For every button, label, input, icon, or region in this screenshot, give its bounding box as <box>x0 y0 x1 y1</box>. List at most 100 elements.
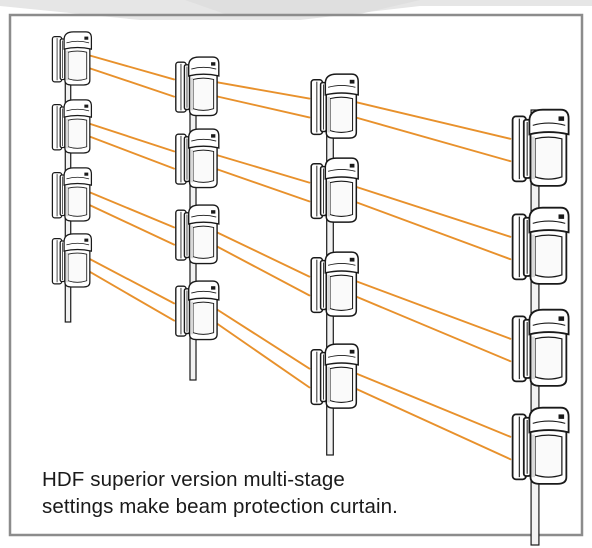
indicator-led-icon <box>558 116 565 121</box>
beam-detector-unit <box>511 406 570 485</box>
housing-shading <box>190 301 193 335</box>
indicator-led-icon <box>558 414 565 419</box>
beam-detector-unit <box>511 308 570 387</box>
housing-shading <box>190 77 193 111</box>
lens-window <box>534 234 563 278</box>
hood-seam <box>327 354 356 358</box>
hood-seam <box>532 322 566 326</box>
hood-seam <box>532 420 566 424</box>
beam-detector-unit <box>175 128 220 189</box>
indicator-led-icon <box>349 79 355 84</box>
indicator-led-icon <box>84 172 89 176</box>
beam-detector-unit <box>175 204 220 265</box>
infrared-beam <box>82 201 176 246</box>
lens-window <box>534 336 563 380</box>
infrared-beam <box>347 277 512 340</box>
housing-shading <box>65 186 68 217</box>
indicator-led-icon <box>211 286 216 290</box>
beam-detector-unit <box>51 99 93 154</box>
hood-seam <box>66 242 90 246</box>
housing-shading <box>327 366 330 403</box>
infrared-beam <box>347 183 512 238</box>
housing-shading <box>65 50 68 81</box>
infrared-beam <box>209 304 311 370</box>
indicator-led-icon <box>84 104 89 108</box>
beams-layer <box>82 52 512 461</box>
housing-hood <box>188 204 220 225</box>
indicator-led-icon <box>211 62 216 66</box>
housing-hood <box>63 167 93 186</box>
infrared-beam <box>209 317 311 389</box>
lens-window <box>534 136 563 180</box>
lens-window <box>329 180 354 217</box>
hood-seam <box>532 122 566 126</box>
lens-window <box>67 118 88 149</box>
infrared-beam <box>209 80 311 100</box>
infrared-beam <box>82 188 176 229</box>
housing-shading <box>190 225 193 259</box>
housing-hood <box>324 251 359 274</box>
beam-detector-unit <box>310 343 359 409</box>
lens-window <box>329 366 354 403</box>
housing-hood <box>188 56 220 77</box>
lens-window <box>192 225 215 259</box>
housing-shading <box>531 136 535 180</box>
infrared-beam <box>347 99 512 140</box>
beam-detector-unit <box>511 206 570 285</box>
beam-detector-unit <box>51 233 93 288</box>
hood-seam <box>66 40 90 44</box>
indicator-led-icon <box>558 316 565 321</box>
beam-detector-unit <box>175 56 220 117</box>
infrared-beam <box>209 152 311 184</box>
indicator-led-icon <box>211 210 216 214</box>
beam-detector-unit <box>310 251 359 317</box>
housing-hood <box>528 308 570 336</box>
hood-seam <box>327 262 356 266</box>
units-layer <box>51 31 570 485</box>
caption-line-1: HDF superior version multi-stage <box>42 468 345 491</box>
lens-window <box>67 186 88 217</box>
caption: HDF superior version multi-stage setting… <box>42 466 472 520</box>
housing-shading <box>65 252 68 283</box>
infrared-beam <box>82 267 176 322</box>
lens-window <box>192 77 215 111</box>
indicator-led-icon <box>558 214 565 219</box>
infrared-beam <box>82 133 176 170</box>
housing-hood <box>528 206 570 234</box>
housing-hood <box>324 343 359 366</box>
lens-window <box>329 96 354 133</box>
infrared-beam <box>209 165 311 203</box>
housing-hood <box>324 73 359 96</box>
housing-shading <box>531 234 535 278</box>
indicator-led-icon <box>349 257 355 262</box>
housing-shading <box>327 96 330 133</box>
beam-detector-unit <box>511 108 570 187</box>
lens-window <box>67 252 88 283</box>
caption-line-2: settings make beam protection curtain. <box>42 495 398 518</box>
infrared-beam <box>347 114 512 163</box>
housing-hood <box>188 128 220 149</box>
housing-hood <box>188 280 220 301</box>
hood-seam <box>66 176 90 180</box>
hood-seam <box>66 108 90 112</box>
housing-hood <box>63 233 93 252</box>
lens-window <box>192 301 215 335</box>
lens-window <box>534 434 563 478</box>
infrared-beam <box>209 93 311 119</box>
indicator-led-icon <box>349 163 355 168</box>
hood-seam <box>327 168 356 172</box>
housing-shading <box>65 118 68 149</box>
infrared-beam <box>209 241 311 297</box>
lens-window <box>192 149 215 183</box>
infrared-beam <box>347 369 512 438</box>
lens-window <box>329 274 354 311</box>
housing-hood <box>528 406 570 434</box>
indicator-led-icon <box>349 349 355 354</box>
hood-seam <box>191 138 217 142</box>
housing-shading <box>190 149 193 183</box>
hood-seam <box>532 220 566 224</box>
indicator-led-icon <box>211 134 216 138</box>
hood-seam <box>191 214 217 218</box>
